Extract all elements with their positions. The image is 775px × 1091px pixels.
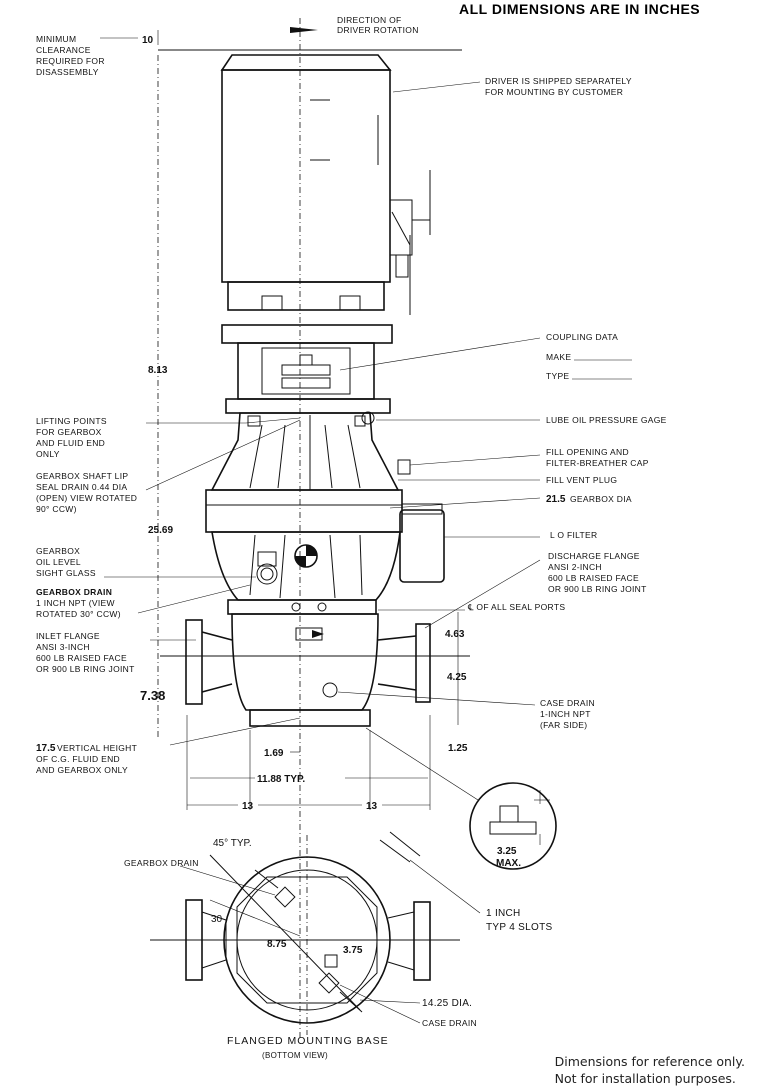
- dim-max-label: MAX.: [496, 858, 521, 869]
- label-coupling-1: COUPLING DATA: [546, 332, 618, 342]
- dim-radius: 8.75: [267, 939, 287, 950]
- label-inlet-2: ANSI 3-INCH: [36, 642, 90, 652]
- dim-flange-height: 7.38: [140, 688, 165, 703]
- caption-bottom-view: (BOTTOM VIEW): [262, 1051, 328, 1060]
- label-gearbox-drain-3: ROTATED 30° CCW): [36, 609, 121, 619]
- label-lifting-2: FOR GEARBOX: [36, 427, 102, 437]
- driver-motor: [220, 54, 431, 315]
- label-case-drain-1: CASE DRAIN: [540, 698, 595, 708]
- label-shaft-lip-4: 90° CCW): [36, 504, 77, 514]
- dim-half-base: 1.69: [264, 748, 284, 759]
- dim-angle-30: 30: [211, 914, 223, 925]
- label-cg-1: VERTICAL HEIGHT: [57, 743, 137, 753]
- dim-flange-to-base: 4.25: [447, 672, 467, 683]
- label-cg-3: AND GEARBOX ONLY: [36, 765, 128, 775]
- detail-bubble: [469, 782, 557, 870]
- dim-overall-height: 25.69: [148, 525, 173, 536]
- dim-max-value: 3.25: [497, 846, 517, 857]
- label-sight-glass-1: GEARBOX: [36, 546, 80, 556]
- label-lifting-1: LIFTING POINTS: [36, 416, 107, 426]
- coupling-housing: [221, 324, 393, 414]
- label-direction-1: DIRECTION OF: [337, 15, 402, 25]
- pump-case: [160, 599, 470, 727]
- label-slots-2: TYP 4 SLOTS: [486, 922, 553, 933]
- label-sight-glass-2: OIL LEVEL: [36, 557, 81, 567]
- dim-angle: 45° TYP.: [213, 838, 252, 849]
- label-coupling-2: MAKE: [546, 352, 571, 362]
- dimensions-header: ALL DIMENSIONS ARE IN INCHES: [459, 1, 700, 17]
- label-cg-2: OF C.G. FLUID END: [36, 754, 120, 764]
- label-clearance-1: MINIMUM: [36, 34, 76, 44]
- label-inlet-4: OR 900 LB RING JOINT: [36, 664, 135, 674]
- label-lifting-3: AND FLUID END: [36, 438, 105, 448]
- label-clearance-2: CLEARANCE: [36, 45, 91, 55]
- dim-clearance: 10: [142, 35, 154, 46]
- rotation-arrow-icon: [290, 27, 318, 33]
- label-inlet-1: INLET FLANGE: [36, 631, 100, 641]
- label-fill-opening-2: FILTER-BREATHER CAP: [546, 458, 649, 468]
- dim-cg-height: 17.5: [36, 743, 56, 754]
- label-discharge-3: 600 LB RAISED FACE: [548, 573, 639, 583]
- label-shaft-lip-3: (OPEN) VIEW ROTATED: [36, 493, 137, 503]
- dim-left-face: 13: [242, 801, 254, 812]
- dim-bolt-spacing: 11.88 TYP.: [257, 774, 305, 785]
- note-line-1: Dimensions for reference only.: [554, 1054, 745, 1069]
- label-inlet-3: 600 LB RAISED FACE: [36, 653, 127, 663]
- dim-right-face: 13: [366, 801, 378, 812]
- label-lube-gage: LUBE OIL PRESSURE GAGE: [546, 415, 667, 425]
- label-clearance-3: REQUIRED FOR: [36, 56, 105, 66]
- label-bottom-case-drain: CASE DRAIN: [422, 1018, 477, 1028]
- label-fill-opening-1: FILL OPENING AND: [546, 447, 629, 457]
- label-fill-vent: FILL VENT PLUG: [546, 475, 617, 485]
- note-line-2: Not for installation purposes.: [554, 1071, 736, 1086]
- label-seal-ports: ℄ OF ALL SEAL PORTS: [467, 602, 565, 612]
- label-bottom-dia: 14.25 DIA.: [422, 998, 472, 1009]
- label-discharge-4: OR 900 LB RING JOINT: [548, 584, 647, 594]
- label-discharge-1: DISCHARGE FLANGE: [548, 551, 640, 561]
- label-shaft-lip-2: SEAL DRAIN 0.44 DIA: [36, 482, 127, 492]
- label-driver-1: DRIVER IS SHIPPED SEPARATELY: [485, 76, 632, 86]
- gearbox-body: [205, 411, 445, 601]
- label-shaft-lip-1: GEARBOX SHAFT LIP: [36, 471, 128, 481]
- reference-note: Dimensions for reference only. Not for i…: [555, 1053, 745, 1087]
- label-direction-2: DRIVER ROTATION: [337, 25, 419, 35]
- dim-gearbox-dia: 21.5: [546, 494, 566, 505]
- label-driver-2: FOR MOUNTING BY CUSTOMER: [485, 87, 623, 97]
- dim-base-thickness: 1.25: [448, 743, 468, 754]
- label-bottom-gearbox-drain: GEARBOX DRAIN: [124, 858, 199, 868]
- label-slots-1: 1 INCH: [486, 908, 521, 919]
- label-lo-filter: L O FILTER: [550, 530, 597, 540]
- dim-seal-to-flange: 4.63: [445, 629, 465, 640]
- label-discharge-2: ANSI 2-INCH: [548, 562, 602, 572]
- label-case-drain-2: 1-INCH NPT: [540, 709, 591, 719]
- label-clearance-4: DISASSEMBLY: [36, 67, 99, 77]
- dim-coupling-height: 8.13: [148, 365, 168, 376]
- dim-offset: 3.75: [343, 945, 363, 956]
- caption-mounting-base: FLANGED MOUNTING BASE: [227, 1035, 389, 1047]
- label-gearbox-drain-2: 1 INCH NPT (VIEW: [36, 598, 115, 608]
- label-gearbox-drain-1: GEARBOX DRAIN: [36, 587, 112, 597]
- mounting-base-bottom-view: [150, 831, 460, 1035]
- label-case-drain-3: (FAR SIDE): [540, 720, 587, 730]
- label-gearbox-dia: GEARBOX DIA: [570, 494, 632, 504]
- label-lifting-4: ONLY: [36, 449, 60, 459]
- label-sight-glass-3: SIGHT GLASS: [36, 568, 96, 578]
- label-coupling-3: TYPE: [546, 371, 569, 381]
